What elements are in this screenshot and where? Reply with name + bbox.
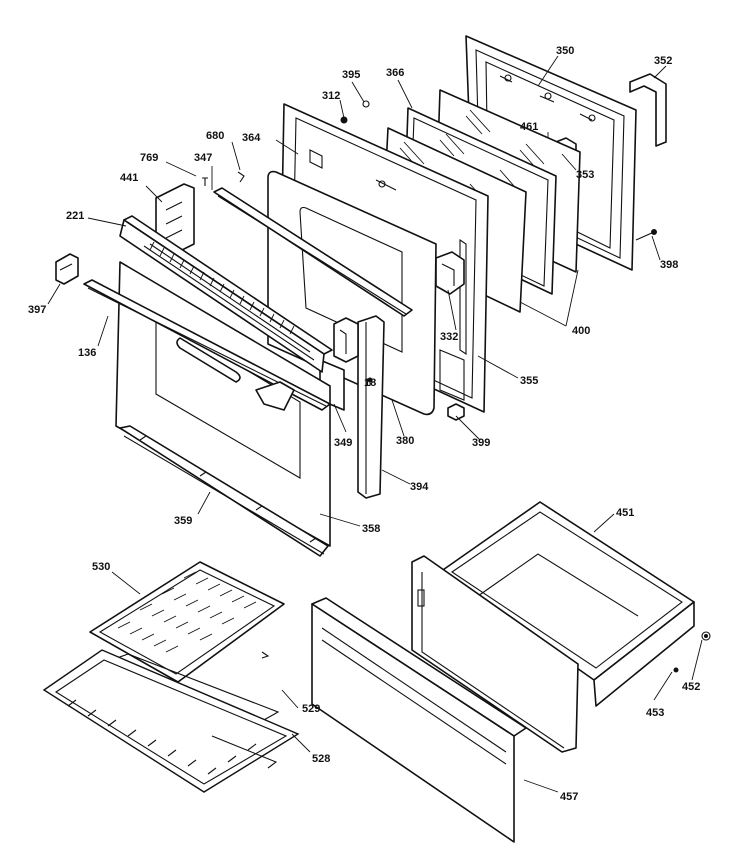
callout-399: 399 — [472, 437, 490, 449]
callout-366: 366 — [386, 67, 404, 79]
callout-136: 136 — [78, 347, 96, 359]
side-bracket-394 — [357, 315, 385, 499]
callout-461: 461 — [520, 121, 538, 133]
broiler-pan-530 — [89, 561, 285, 683]
callout-398: 398 — [660, 259, 678, 271]
callout-312: 312 — [322, 90, 340, 102]
callout-353: 353 — [576, 169, 594, 181]
callout-452: 452 — [682, 681, 700, 693]
callout-355: 355 — [520, 375, 538, 387]
callout-332: 332 — [440, 331, 458, 343]
storage-drawer-451 — [411, 501, 695, 753]
screws-312-395 — [339, 81, 370, 124]
callout-400: 400 — [572, 325, 590, 337]
drawer-front-457 — [311, 597, 527, 843]
top-trim-347 — [213, 187, 413, 317]
callout-359: 359 — [174, 515, 192, 527]
callout-457: 457 — [560, 791, 578, 803]
callout-680: 680 — [206, 130, 224, 142]
callout-380: 380 — [396, 435, 414, 447]
callout-labels: 221 136 397 441 769 347 680 364 312 395 … — [28, 45, 700, 803]
callout-350: 350 — [556, 45, 574, 57]
callout-358: 358 — [362, 523, 380, 535]
callout-529: 529 — [302, 703, 320, 715]
callout-453: 453 — [646, 707, 664, 719]
callout-349: 349 — [334, 437, 352, 449]
callout-394: 394 — [410, 481, 429, 493]
screw-398 — [635, 229, 657, 241]
outer-door-panel — [83, 215, 333, 557]
latch-332 — [435, 251, 465, 295]
callout-364: 364 — [242, 132, 261, 144]
callout-451: 451 — [616, 507, 634, 519]
callout-347: 347 — [194, 152, 212, 164]
callout-18: 18 — [364, 377, 376, 389]
leader-lines — [47, 55, 703, 793]
oven-rack-528 — [42, 649, 300, 793]
callout-397: 397 — [28, 304, 46, 316]
callout-352: 352 — [654, 55, 672, 67]
callout-221: 221 — [66, 210, 84, 222]
callout-441: 441 — [120, 172, 138, 184]
handle-bracket-352 — [629, 73, 667, 147]
callout-530: 530 — [92, 561, 110, 573]
callout-769: 769 — [140, 152, 158, 164]
hinge-18 — [333, 317, 359, 363]
clip-397 — [55, 253, 79, 285]
callout-528: 528 — [312, 753, 330, 765]
small-parts-680-769 — [202, 171, 245, 186]
block-399 — [447, 403, 465, 421]
drawer-glide-452-453 — [673, 631, 711, 673]
callout-395: 395 — [342, 69, 360, 81]
